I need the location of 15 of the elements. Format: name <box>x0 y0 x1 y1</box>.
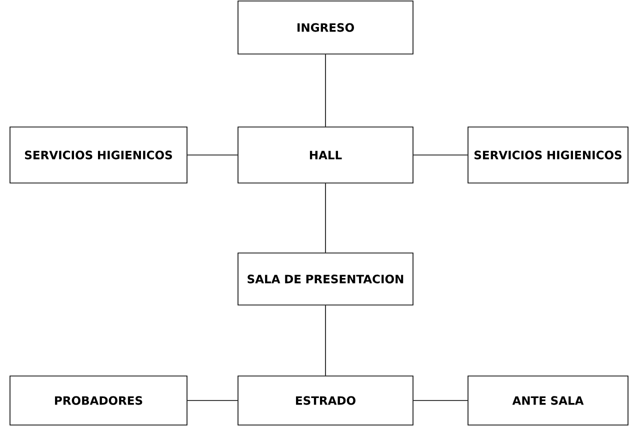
connector-line <box>413 400 468 401</box>
room-box: SALA DE PRESENTACION <box>238 252 414 306</box>
connector-line <box>325 54 326 127</box>
room-box: PROBADORES <box>10 376 188 426</box>
connector-line <box>187 154 238 156</box>
room-box: ESTRADO <box>238 376 414 426</box>
connector-line <box>325 183 326 253</box>
connector-line <box>325 305 326 376</box>
room-box: HALL <box>238 126 414 184</box>
connector-line <box>187 400 238 401</box>
room-box: SERVICIOS HIGIENICOS <box>468 126 628 184</box>
room-box: ANTE SALA <box>468 376 628 426</box>
connector-line <box>413 154 468 156</box>
room-box: SERVICIOS HIGIENICOS <box>10 126 188 184</box>
room-box: INGRESO <box>238 0 414 54</box>
